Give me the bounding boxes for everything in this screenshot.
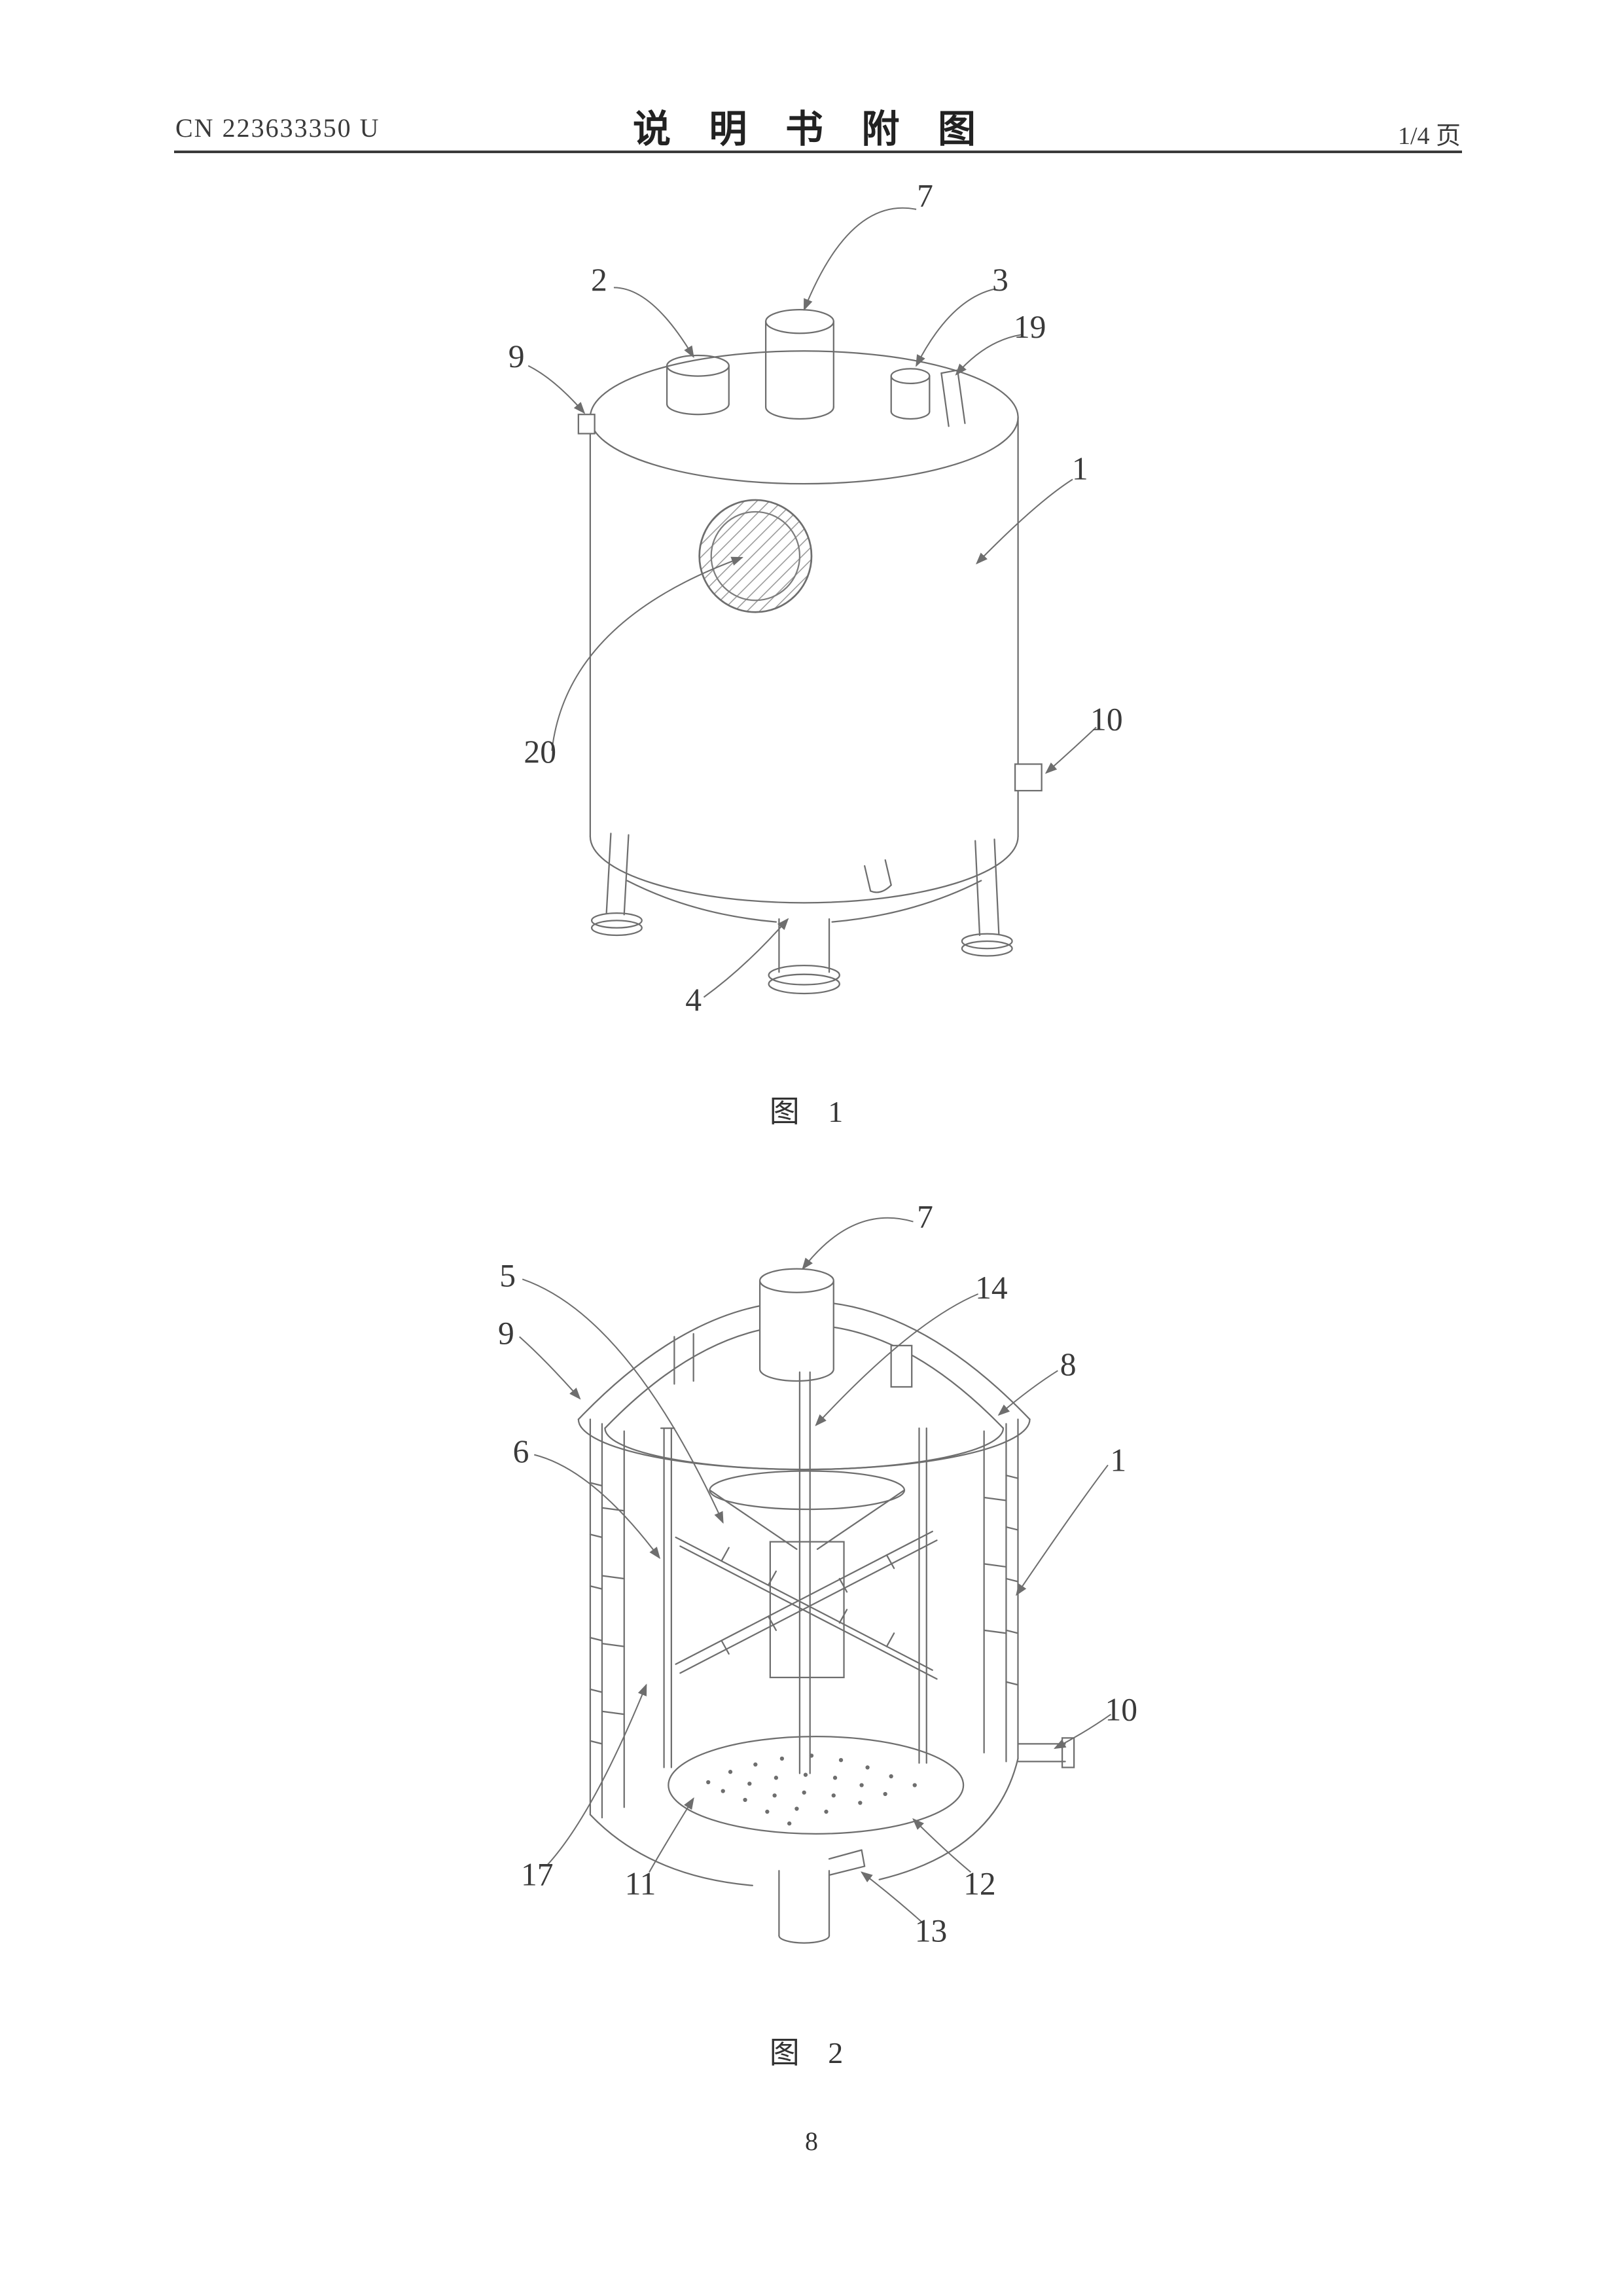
agitator-internals bbox=[660, 1371, 938, 1774]
fig1-label-4: 4 bbox=[685, 982, 702, 1018]
fig2-label-9: 9 bbox=[498, 1316, 514, 1352]
fig1-label-2: 2 bbox=[591, 262, 607, 298]
side-sensor-box bbox=[1014, 763, 1043, 792]
fig2-label-14: 14 bbox=[975, 1270, 1008, 1306]
right-port bbox=[890, 368, 931, 420]
figure-2-drawing: 7 5 14 9 8 6 1 10 17 11 12 13 bbox=[498, 1199, 1137, 1949]
fig2-label-7: 7 bbox=[917, 1199, 933, 1235]
fig1-label-9: 9 bbox=[508, 338, 525, 374]
fig1-label-19: 19 bbox=[1014, 309, 1046, 345]
fig1-label-1: 1 bbox=[1072, 450, 1088, 486]
sheet-indicator: 1/4 页 bbox=[1397, 122, 1461, 150]
fig1-label-20: 20 bbox=[524, 734, 556, 770]
bottom-outlet bbox=[778, 1849, 866, 1944]
figure-1-drawing: 7 2 3 19 9 1 10 20 4 bbox=[508, 177, 1123, 1018]
rim-tab bbox=[577, 414, 596, 435]
leader-lines bbox=[527, 207, 1097, 998]
sight-glass bbox=[698, 499, 813, 613]
tank-shell bbox=[589, 350, 1019, 923]
header-divider bbox=[174, 151, 1462, 153]
reference-numerals: 7 5 14 9 8 6 1 10 17 11 12 13 bbox=[498, 1199, 1137, 1949]
fig1-label-10: 10 bbox=[1090, 702, 1123, 738]
jacket-channels bbox=[589, 1475, 1019, 1745]
shell-cutaway bbox=[577, 1300, 1031, 1886]
figure-2-caption: 图 2 bbox=[769, 2036, 854, 2070]
fig1-label-3: 3 bbox=[992, 262, 1008, 298]
support-legs bbox=[590, 833, 1013, 957]
leader-lines bbox=[519, 1217, 1112, 1923]
fig2-label-13: 13 bbox=[915, 1912, 948, 1948]
figure-1-caption: 图 1 bbox=[769, 1095, 854, 1128]
shaft-port bbox=[758, 1268, 834, 1382]
fig2-label-6: 6 bbox=[513, 1433, 529, 1469]
fig2-label-11: 11 bbox=[625, 1865, 656, 1901]
discharge-pipe bbox=[768, 859, 892, 995]
thin-pipe bbox=[940, 369, 966, 427]
fig2-label-5: 5 bbox=[499, 1258, 516, 1294]
fig2-label-10: 10 bbox=[1105, 1691, 1137, 1727]
document-title: 说 明 书 附 图 bbox=[632, 108, 990, 151]
patent-number: CN 223633350 U bbox=[175, 113, 380, 143]
fig2-label-8: 8 bbox=[1060, 1346, 1077, 1382]
left-port bbox=[666, 354, 730, 416]
perforated-plate bbox=[668, 1735, 965, 1835]
center-port bbox=[764, 309, 834, 420]
fig2-label-17: 17 bbox=[521, 1857, 554, 1893]
page-number: 8 bbox=[805, 2126, 818, 2156]
fig2-label-12: 12 bbox=[963, 1865, 996, 1901]
reference-numerals: 7 2 3 19 9 1 10 20 4 bbox=[508, 177, 1123, 1018]
fig1-label-7: 7 bbox=[917, 177, 933, 213]
fig2-label-1: 1 bbox=[1110, 1442, 1126, 1478]
top-ports bbox=[577, 309, 966, 435]
